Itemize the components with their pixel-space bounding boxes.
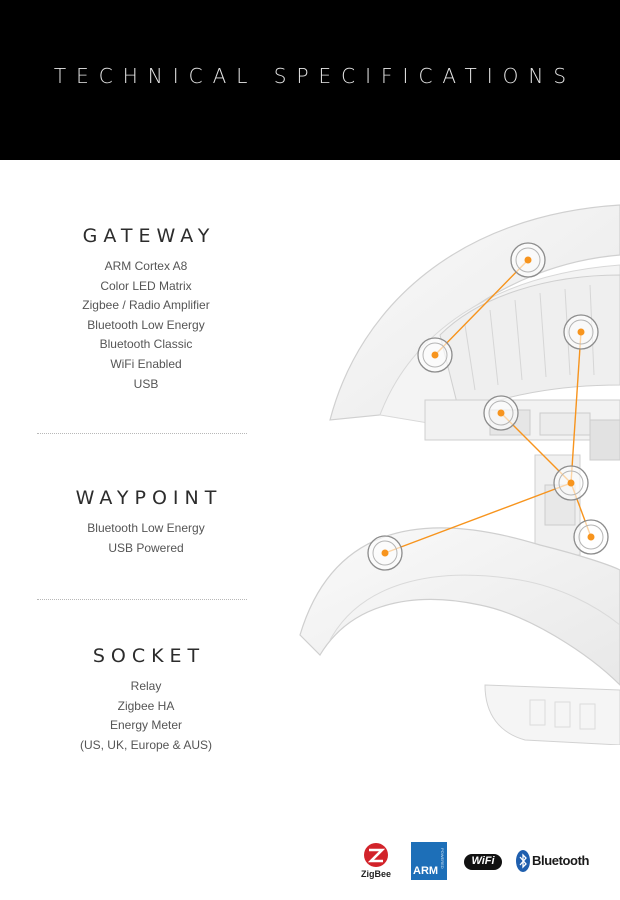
waypoint-title: WAYPOINT (75, 487, 223, 509)
spec-item: Energy Meter (109, 718, 183, 733)
marker-1 (510, 242, 546, 278)
marker-3 (417, 337, 453, 373)
arm-label: ARM (413, 865, 439, 877)
bluetooth-logo-icon (516, 850, 530, 872)
bluetooth-logo: Bluetooth (516, 850, 596, 874)
gateway-spec-list: ARM Cortex A8 Color LED Matrix Zigbee / … (28, 257, 264, 394)
marker-7 (367, 535, 403, 571)
socket-spec-list: Relay Zigbee HA Energy Meter (US, UK, Eu… (28, 677, 264, 755)
spec-item: USB (133, 376, 159, 391)
spec-item: Zigbee HA (117, 698, 175, 713)
zigbee-label: ZigBee (360, 869, 391, 879)
bluetooth-label: Bluetooth (532, 853, 590, 868)
section-divider (37, 599, 247, 600)
section-divider (37, 433, 247, 434)
spec-item: Bluetooth Low Energy (87, 521, 205, 535)
spec-item: Relay (130, 679, 162, 693)
spec-item: Color LED Matrix (100, 278, 192, 293)
zigbee-logo: ZigBee (358, 842, 394, 882)
product-illustration (299, 204, 620, 745)
arm-logo: POWERED ARM (411, 842, 447, 880)
marker-6 (573, 519, 609, 555)
marker-2 (563, 314, 599, 350)
marker-4 (483, 395, 519, 431)
spec-item: ARM Cortex A8 (104, 259, 188, 273)
spec-item: USB Powered (108, 540, 184, 555)
arm-powered-label: POWERED (440, 848, 445, 869)
spec-item: Bluetooth Classic (99, 337, 193, 352)
socket-section: SOCKET Relay Zigbee HA Energy Meter (US,… (28, 645, 264, 755)
socket-title: SOCKET (92, 645, 206, 667)
wifi-label: WiFi (471, 855, 495, 867)
waypoint-section: WAYPOINT Bluetooth Low Energy USB Powere… (28, 487, 264, 558)
callout-markers (367, 242, 609, 571)
gateway-section: GATEWAY ARM Cortex A8 Color LED Matrix Z… (28, 225, 264, 394)
marker-5 (553, 465, 589, 501)
page-title: TECHNICAL SPECIFICATIONS (53, 64, 577, 88)
zigbee-logo-icon (364, 843, 388, 867)
spec-item: (US, UK, Europe & AUS) (79, 737, 213, 752)
header: TECHNICAL SPECIFICATIONS (0, 0, 620, 160)
partner-logos: ZigBee POWERED ARM WiFi Bluetooth (356, 842, 600, 882)
socket-shell (484, 684, 620, 745)
spec-item: Bluetooth Low Energy (87, 317, 205, 332)
wifi-logo: WiFi (464, 854, 502, 870)
spec-item: Zigbee / Radio Amplifier (82, 298, 210, 313)
spec-item: WiFi Enabled (110, 356, 182, 371)
gateway-title: GATEWAY (82, 225, 216, 247)
waypoint-spec-list: Bluetooth Low Energy USB Powered (28, 519, 264, 558)
